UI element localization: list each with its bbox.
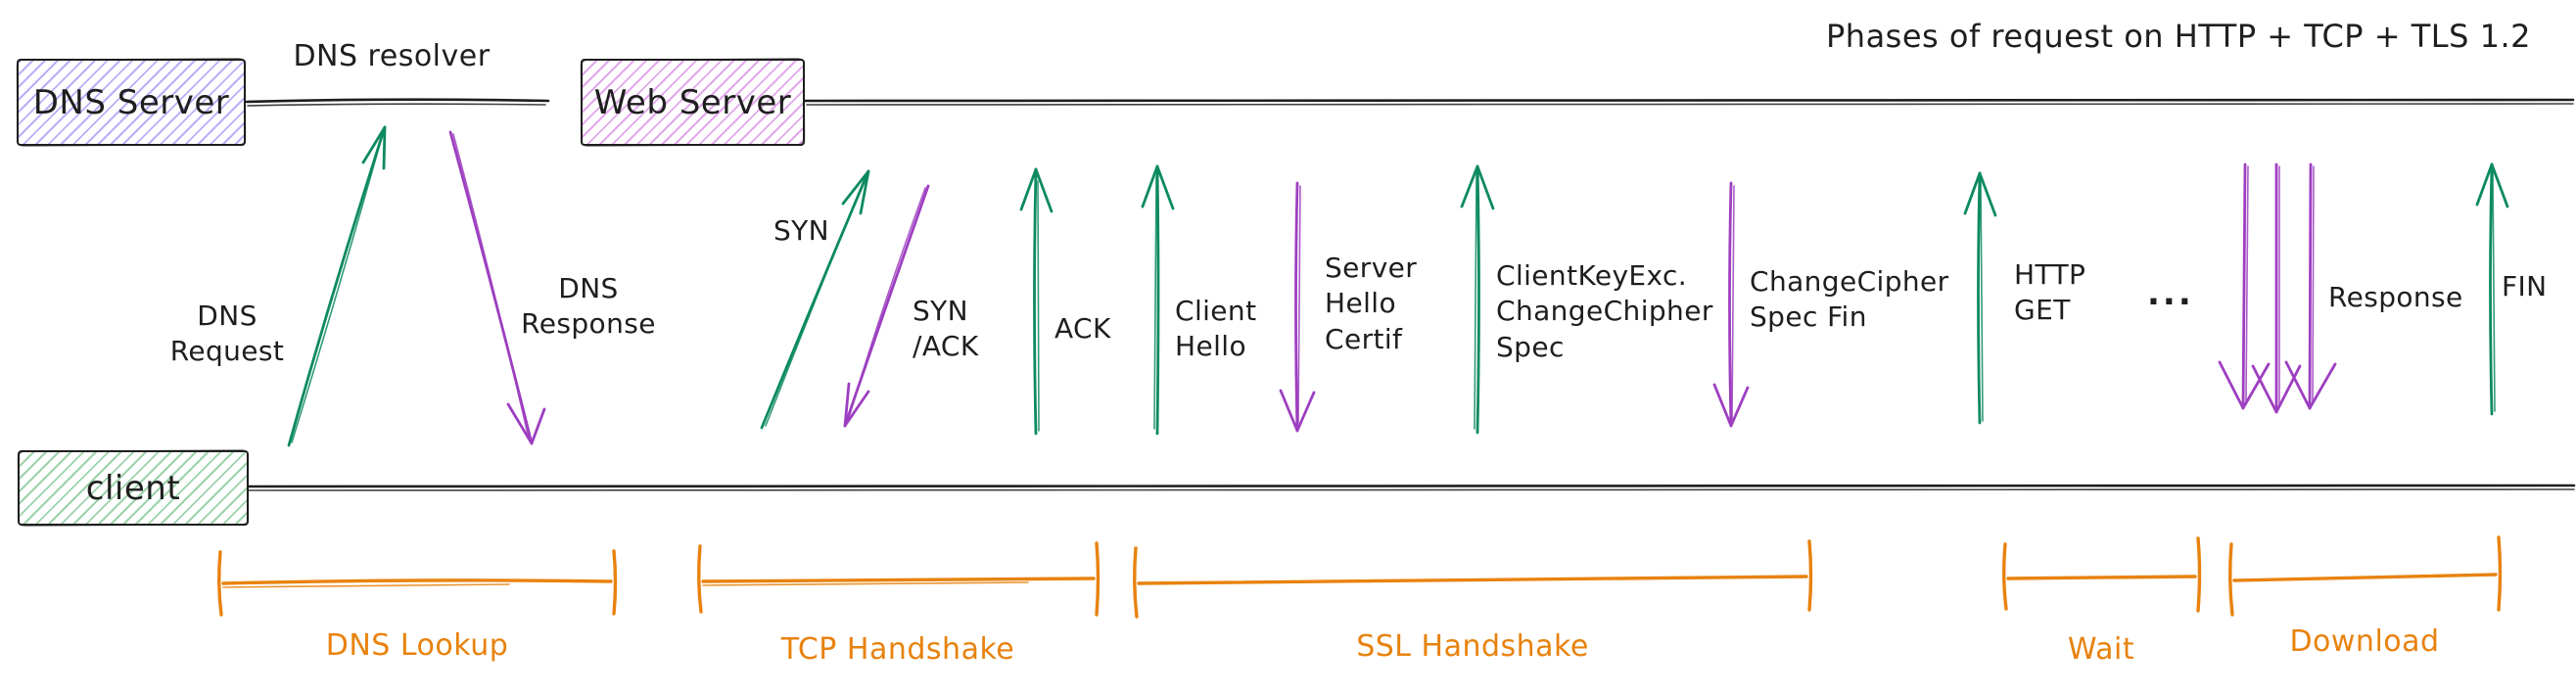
client-key-exchange-label: ClientKeyExc. ChangeChipher Spec (1496, 259, 1713, 363)
dns-server-label: DNS Server (32, 82, 230, 122)
dns-request-label: DNS Request (169, 300, 285, 368)
phase-label-wait: Wait (2067, 632, 2135, 667)
http-get-arrow (1963, 171, 1997, 425)
phase-label-dns-lookup: DNS Lookup (325, 628, 509, 663)
phase-bracket-tcp-handshake (697, 541, 1101, 617)
phase-label-ssl-handshake: SSL Handshake (1356, 629, 1589, 664)
server-hello-certif-arrow (1279, 181, 1316, 433)
client-key-exchange-arrow (1460, 164, 1495, 435)
client-lifeline (245, 483, 2576, 491)
phase-bracket-ssl-handshake (1133, 539, 1813, 619)
dns-server-box: DNS Server (17, 59, 246, 146)
ack-arrow (1019, 167, 1054, 436)
ellipsis-label: ... (2147, 274, 2194, 313)
fin-arrow (2475, 162, 2509, 416)
web-server-box: Web Server (581, 59, 805, 146)
fin-label: FIN (2502, 270, 2548, 302)
phase-bracket-wait (2002, 536, 2202, 613)
web-server-label: Web Server (593, 82, 792, 122)
http-get-label: HTTP GET (2014, 258, 2086, 327)
dns-response-arrow (448, 130, 546, 445)
client-hello-arrow (1141, 164, 1175, 436)
syn-label: SYN (773, 214, 830, 247)
dns-resolver-label: DNS resolver (293, 39, 491, 73)
response-arrow-2 (2251, 162, 2302, 414)
response-arrow-3 (2284, 162, 2337, 410)
phase-label-download: Download (2289, 624, 2440, 659)
phase-label-tcp-handshake: TCP Handshake (780, 632, 1015, 667)
response-label: Response (2328, 281, 2463, 313)
change-cipher-spec-fin-arrow (1712, 181, 1750, 428)
phase-bracket-download (2228, 535, 2503, 617)
syn-arrow (760, 169, 870, 430)
diagram-title: Phases of request on HTTP + TCP + TLS 1.… (1825, 18, 2531, 55)
change-cipher-spec-fin-label: ChangeCipher Spec Fin (1750, 265, 1949, 334)
client-hello-label: Client Hello (1175, 295, 1257, 363)
dns-response-label: DNS Response (521, 272, 656, 341)
dns-resolver-lifeline (245, 98, 550, 107)
client-box: client (18, 450, 249, 526)
syn-ack-label: SYN /ACK (913, 295, 979, 363)
phase-bracket-dns-lookup (217, 549, 618, 617)
dns-request-arrow (287, 125, 387, 447)
syn-ack-arrow (843, 184, 930, 428)
server-hello-certif-label: Server Hello Certif (1325, 252, 1418, 355)
response-arrow-1 (2218, 162, 2271, 410)
client-label: client (85, 468, 181, 508)
web-server-lifeline (803, 97, 2575, 106)
ack-label: ACK (1054, 312, 1111, 345)
